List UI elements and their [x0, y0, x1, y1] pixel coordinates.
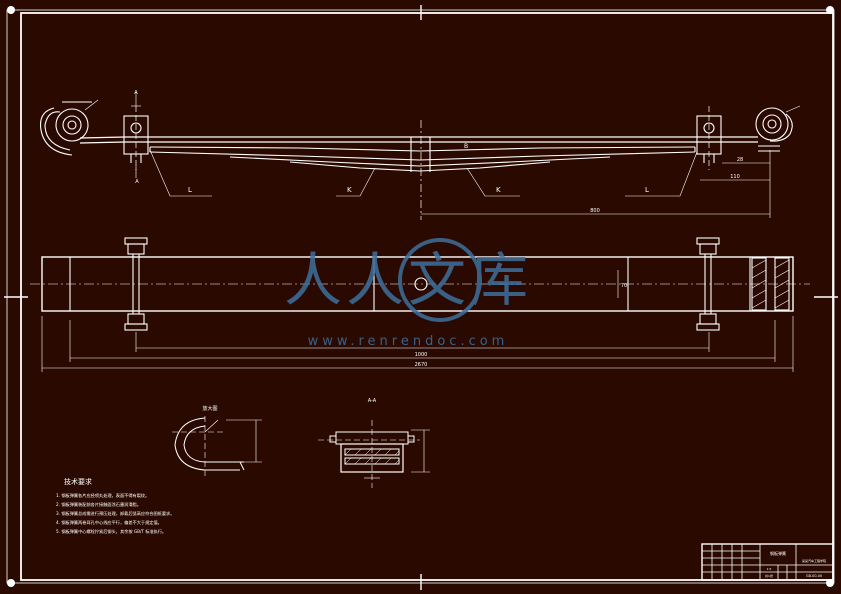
leader-l-right: L	[645, 186, 649, 194]
corner-marks	[7, 6, 834, 587]
section-mark-bottom: A	[135, 179, 139, 185]
notes-title: 技术要求	[64, 477, 92, 486]
dim-width: 70	[621, 283, 627, 289]
dim-eye-offset: 110	[730, 174, 740, 180]
section-a-view	[318, 420, 430, 488]
right-eye-outer	[755, 107, 789, 141]
note-item: 3. 钢板弹簧总成需进行预压处理，卸载后弧高应符合图纸要求。	[56, 510, 174, 517]
leader-l-left: L	[188, 186, 192, 194]
drawing-number: GB-00-00	[806, 574, 822, 578]
title-block-text: 钢板弹簧 某某汽车工程学院 GB-00-00 1:5 共1张	[765, 550, 826, 578]
centering-marks	[4, 5, 838, 590]
drawing-name: 钢板弹簧	[770, 550, 786, 556]
note-item: 2. 钢板弹簧装配前各片接触面涂石墨润滑脂。	[56, 501, 141, 508]
front-view-labels: A A L K K L B 28 110 800	[134, 90, 743, 214]
view-title-eye: 放大图	[202, 405, 217, 412]
watermark-main: 人人文库	[284, 246, 532, 314]
dim-span-2: 2670	[415, 362, 428, 368]
drawing-scale: 1:5	[767, 567, 772, 571]
center-mark: B	[464, 143, 468, 150]
dim-eye: 28	[737, 157, 743, 163]
section-mark-top: A	[134, 90, 138, 96]
left-eye-pin	[67, 120, 77, 130]
title-block	[701, 543, 834, 581]
company-name: 某某汽车工程学院	[802, 558, 826, 563]
watermark-logo-ring	[398, 238, 482, 322]
sheet-count: 共1张	[765, 573, 773, 578]
watermark: 人人文库 www.renrendoc.com	[284, 238, 532, 349]
top-view-labels: 70 1000 2670	[415, 283, 628, 368]
top-view	[30, 237, 810, 372]
left-eye-wrap	[44, 111, 71, 151]
dim-half-span: 800	[590, 208, 600, 214]
left-eye-outer	[55, 108, 89, 142]
right-eye-pin	[767, 119, 777, 129]
leader-k-left: K	[347, 186, 352, 194]
leader-k-right: K	[496, 186, 501, 194]
technical-notes: 技术要求 1. 钢板弹簧各片应经喷丸处理，表面不得有裂纹。 2. 钢板弹簧装配前…	[56, 477, 174, 535]
detail-eye-view	[172, 416, 262, 478]
watermark-url: www.renrendoc.com	[308, 334, 509, 349]
dim-span-1: 1000	[415, 352, 428, 358]
right-eye-inner	[762, 114, 782, 134]
left-eye-inner	[62, 115, 82, 135]
note-item: 5. 钢板弹簧中心螺栓拧紧后铆头，其余按 GB/T 标准执行。	[56, 528, 166, 535]
front-view	[39, 92, 801, 220]
note-item: 4. 钢板弹簧两卷耳孔中心线应平行，偏差不大于规定值。	[56, 519, 162, 526]
note-item: 1. 钢板弹簧各片应经喷丸处理，表面不得有裂纹。	[56, 492, 149, 499]
view-title-section: A-A	[368, 398, 377, 404]
